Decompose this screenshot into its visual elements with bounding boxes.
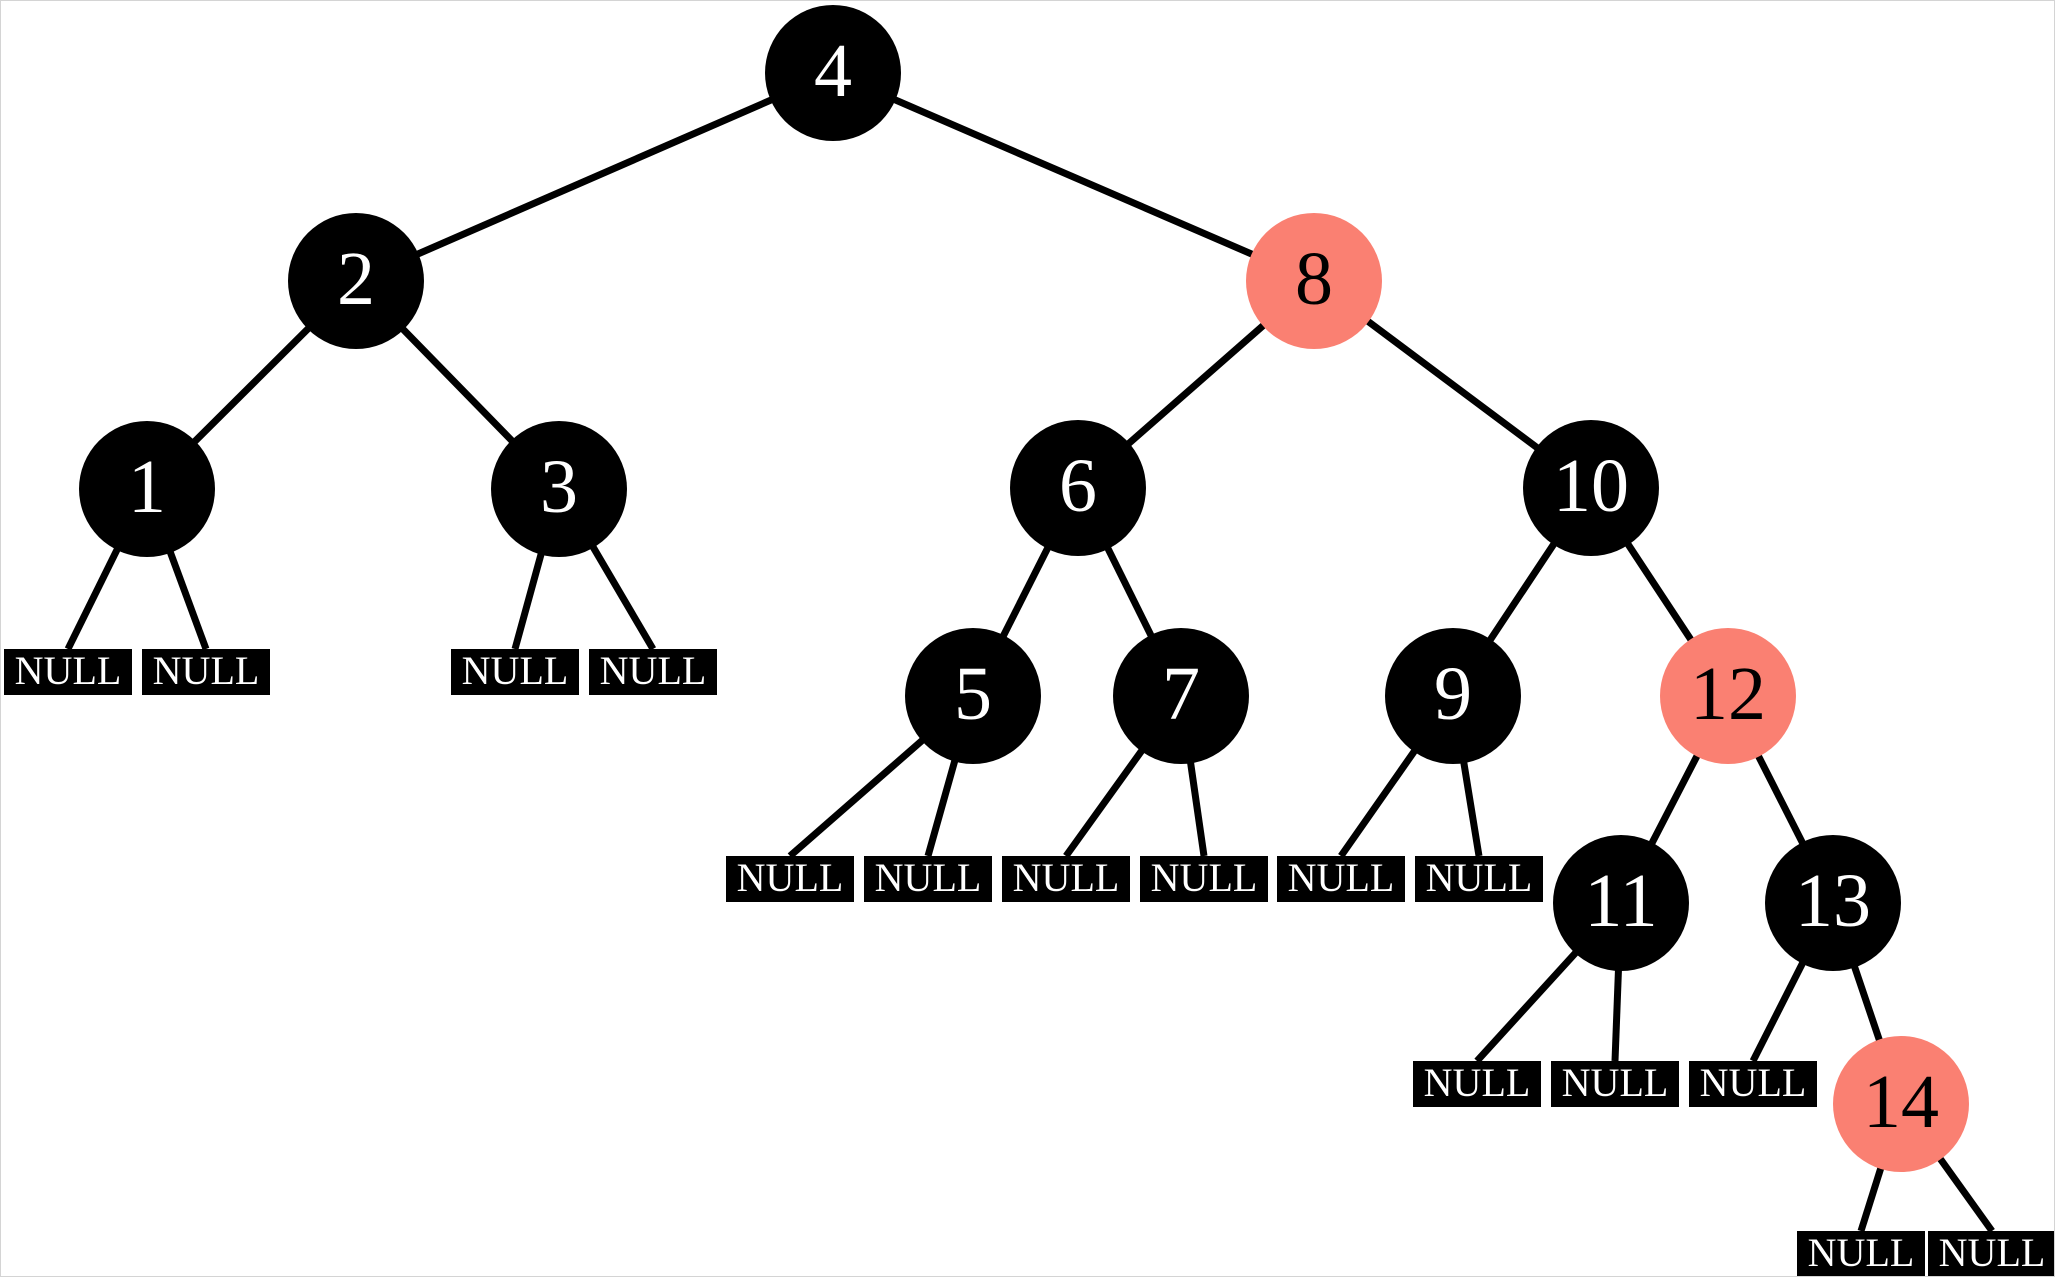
tree-null-leaf-label: NULL <box>152 648 260 693</box>
tree-null-leaf-label: NULL <box>874 855 982 900</box>
tree-null-leaf-label: NULL <box>1807 1230 1915 1275</box>
tree-node-5[interactable]: 5 <box>905 628 1041 764</box>
tree-node-label: 1 <box>128 445 166 529</box>
tree-node-8[interactable]: 8 <box>1246 213 1382 349</box>
tree-null-leaf-label: NULL <box>1425 855 1533 900</box>
tree-node-label: 14 <box>1863 1060 1939 1144</box>
tree-node-3[interactable]: 3 <box>491 421 627 557</box>
tree-null-leaf-label: NULL <box>599 648 707 693</box>
tree-node-label: 13 <box>1795 859 1871 943</box>
tree-null-leaf: NULL <box>1689 1061 1817 1107</box>
tree-null-leaf-label: NULL <box>1561 1060 1669 1105</box>
tree-node-7[interactable]: 7 <box>1113 628 1249 764</box>
tree-node-12[interactable]: 12 <box>1660 628 1796 764</box>
tree-node-9[interactable]: 9 <box>1385 628 1521 764</box>
tree-node-label: 8 <box>1295 237 1333 321</box>
tree-node-label: 5 <box>954 652 992 736</box>
tree-node-label: 11 <box>1584 859 1658 943</box>
tree-node-label: 3 <box>540 445 578 529</box>
tree-null-leaf-label: NULL <box>461 648 569 693</box>
tree-node-11[interactable]: 11 <box>1553 835 1689 971</box>
tree-node-label: 2 <box>337 237 375 321</box>
tree-null-leaf: NULL <box>451 649 579 695</box>
tree-null-leaf: NULL <box>1277 856 1405 902</box>
tree-null-leaf: NULL <box>1413 1061 1541 1107</box>
tree-null-leaf: NULL <box>1415 856 1543 902</box>
tree-null-leaf-label: NULL <box>1012 855 1120 900</box>
tree-node-1[interactable]: 1 <box>79 421 215 557</box>
tree-null-leaf: NULL <box>1002 856 1130 902</box>
tree-null-leaf: NULL <box>726 856 854 902</box>
tree-node-14[interactable]: 14 <box>1833 1036 1969 1172</box>
tree-null-leaf-label: NULL <box>1287 855 1395 900</box>
tree-null-leaf: NULL <box>4 649 132 695</box>
tree-null-leaf-label: NULL <box>1938 1230 2046 1275</box>
tree-node-10[interactable]: 10 <box>1523 420 1659 556</box>
tree-node-2[interactable]: 2 <box>288 213 424 349</box>
tree-null-leaf: NULL <box>142 649 270 695</box>
tree-null-leaf: NULL <box>1140 856 1268 902</box>
tree-node-label: 4 <box>814 29 852 113</box>
tree-node-label: 9 <box>1434 652 1472 736</box>
tree-node-label: 12 <box>1690 652 1766 736</box>
tree-node-label: 10 <box>1553 444 1629 528</box>
tree-node-6[interactable]: 6 <box>1010 420 1146 556</box>
tree-null-leaf: NULL <box>1928 1230 2054 1276</box>
tree-null-leaf-label: NULL <box>1423 1060 1531 1105</box>
tree-edge-n4-n8 <box>831 69 1316 285</box>
tree-null-leaf-label: NULL <box>1150 855 1258 900</box>
tree-node-label: 6 <box>1059 444 1097 528</box>
tree-null-leaf-label: NULL <box>736 855 844 900</box>
tree-node-4[interactable]: 4 <box>765 5 901 141</box>
tree-node-label: 7 <box>1162 652 1200 736</box>
tree-null-leaf-label: NULL <box>14 648 122 693</box>
tree-edge-n4-n2 <box>354 69 835 285</box>
tree-null-leaf: NULL <box>1551 1061 1679 1107</box>
tree-node-13[interactable]: 13 <box>1765 835 1901 971</box>
tree-null-leaf-label: NULL <box>1699 1060 1807 1105</box>
tree-null-leaf: NULL <box>864 856 992 902</box>
tree-null-leaf: NULL <box>1797 1230 1925 1276</box>
tree-null-leaf: NULL <box>589 649 717 695</box>
